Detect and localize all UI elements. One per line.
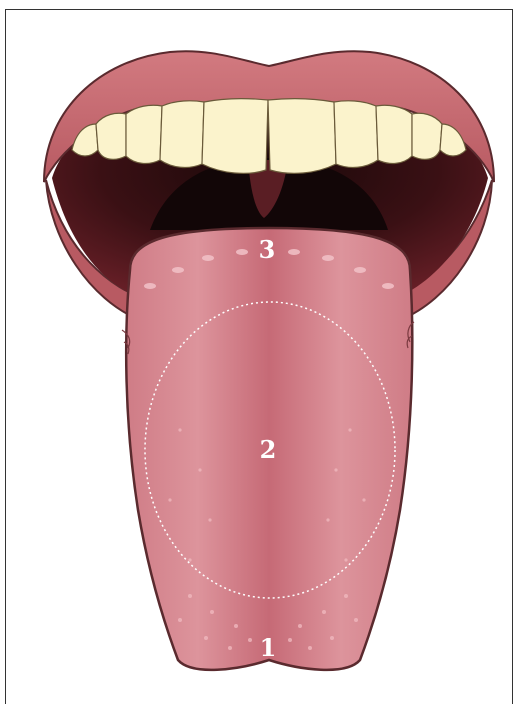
zone-label-3: 3 [259,235,276,264]
zone-label-1: 1 [260,633,277,662]
zone-label-2: 2 [260,435,277,464]
